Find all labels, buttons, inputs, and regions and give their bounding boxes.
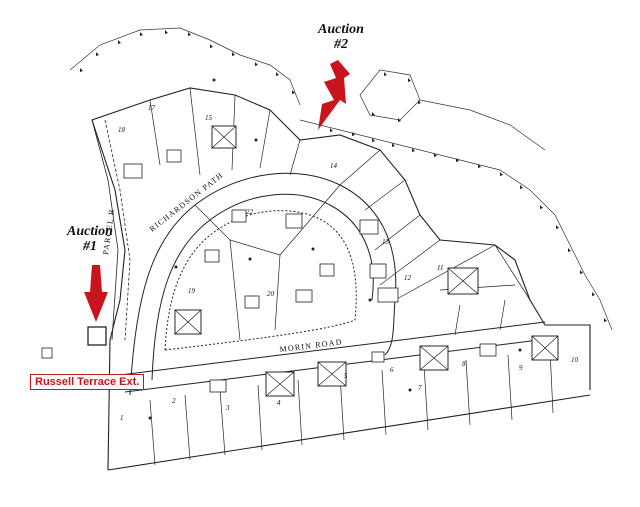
svg-text:9: 9 [519,364,523,372]
auction-2-callout: Auction #2 [306,22,376,52]
svg-text:13: 13 [382,238,390,246]
small-structures [41,149,497,393]
svg-text:10: 10 [571,356,579,364]
svg-text:22: 22 [246,208,254,216]
svg-text:11: 11 [437,264,443,272]
svg-text:18: 18 [118,126,126,134]
svg-text:7: 7 [418,384,422,392]
lot-lines [149,87,554,466]
auction-1-title: Auction [67,224,113,239]
arrow-down-icon [84,265,108,322]
auction-2-number: #2 [334,37,348,52]
svg-text:20: 20 [267,290,275,298]
arrow-down-icon [318,60,350,130]
svg-text:15: 15 [205,114,213,122]
svg-text:4: 4 [277,399,281,407]
house-roof-lines [174,125,559,397]
svg-text:12: 12 [404,274,412,282]
svg-text:19: 19 [188,287,196,295]
auction-2-title: Auction [318,22,364,37]
svg-text:6: 6 [390,366,394,374]
svg-text:8: 8 [462,360,466,368]
svg-text:14: 14 [330,162,338,170]
outer-boundary [91,87,591,471]
auction-1-callout: Auction #1 [60,224,120,254]
svg-text:3: 3 [225,404,230,412]
svg-text:17: 17 [148,104,156,112]
parcel-b-strip [91,119,131,341]
svg-text:5: 5 [344,372,348,380]
curb-dots [148,78,522,420]
svg-text:1: 1 [120,414,124,422]
tree-line [69,27,613,331]
svg-text:2: 2 [172,397,176,405]
auction-1-number: #1 [83,239,97,254]
russell-terrace-ext-label: Russell Terrace Ext. [30,374,145,390]
